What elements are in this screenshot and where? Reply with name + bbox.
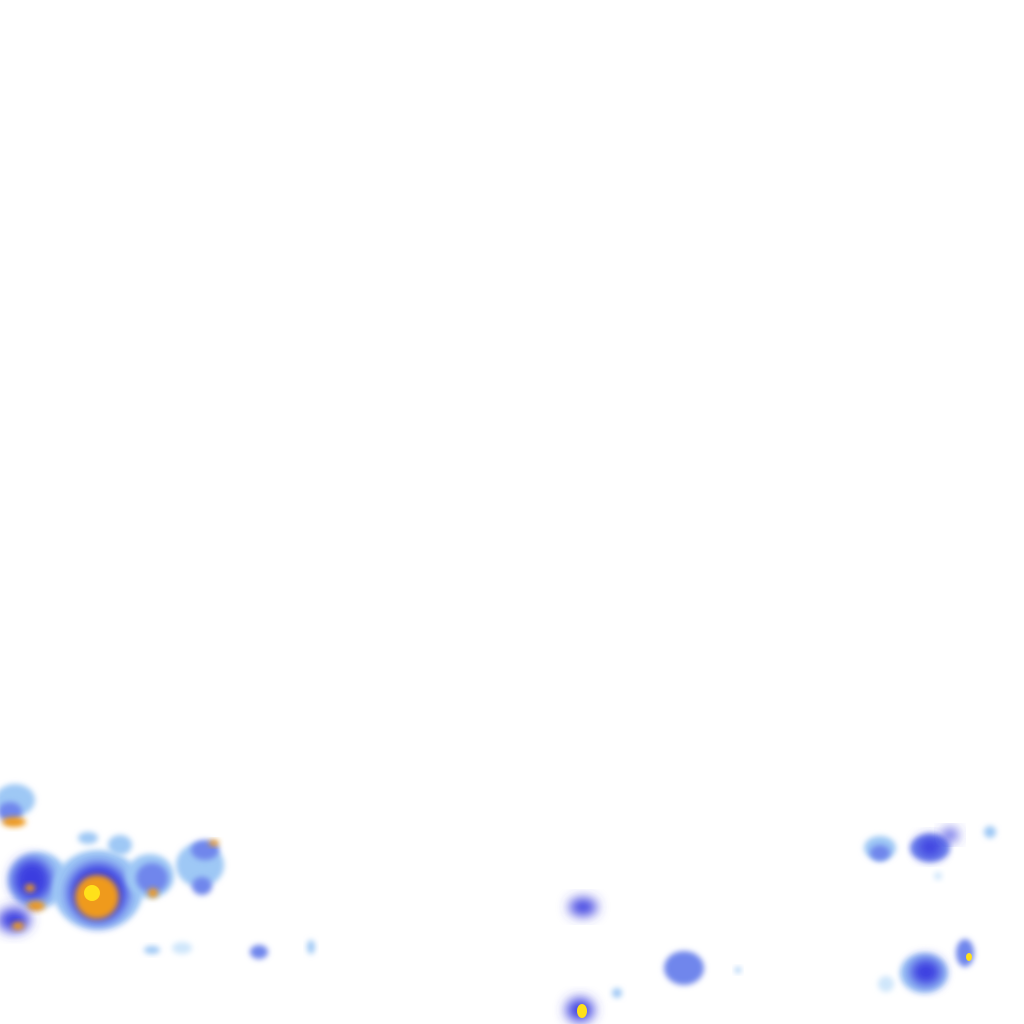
echo-moderate-41 [956, 939, 974, 967]
precipitation-cells [0, 784, 996, 1022]
echo-light-20 [108, 835, 132, 855]
echo-moderate-24 [250, 945, 268, 959]
echo-light-31 [735, 967, 741, 973]
echo-moderate-33 [870, 845, 890, 861]
echo-moderate-30 [664, 951, 704, 985]
echo-light-25 [307, 940, 315, 954]
echo-very_light-38 [934, 872, 942, 880]
echo-intense-2 [2, 817, 26, 827]
echo-light-22 [144, 946, 160, 954]
echo-heavy-35 [918, 837, 942, 857]
echo-core-42 [966, 953, 972, 961]
echo-very_light-43 [878, 976, 894, 992]
echo-intense-5 [25, 884, 35, 892]
echo-light-37 [984, 826, 996, 838]
echo-light-29 [612, 988, 622, 998]
echo-heavy-36 [942, 829, 958, 841]
echo-heavy-40 [910, 958, 942, 986]
echo-intense-8 [12, 922, 24, 930]
echo-moderate-19 [192, 877, 212, 895]
echo-core-12 [84, 885, 100, 901]
echo-intense-15 [148, 888, 158, 898]
echo-intense-18 [209, 840, 219, 846]
echo-moderate-1 [0, 802, 22, 822]
echo-light-21 [78, 832, 98, 844]
echo-moderate-14 [136, 863, 168, 893]
echo-core-28 [577, 1004, 587, 1018]
echo-heavy-26 [569, 898, 597, 916]
echo-intense-6 [27, 901, 45, 911]
echo-very_light-23 [172, 942, 192, 954]
echo-heavy-4 [12, 858, 52, 902]
